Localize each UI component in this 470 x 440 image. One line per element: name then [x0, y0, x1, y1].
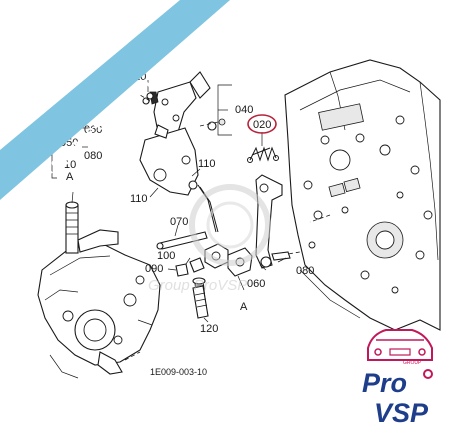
callout-070: 070: [170, 216, 188, 228]
drawing-code: 1E009-003-10: [150, 367, 207, 377]
callout-080: 080: [296, 265, 314, 277]
logo-word-vsp: VSP: [374, 398, 429, 428]
car-icon: GROUP: [367, 329, 433, 366]
callout-020-highlight: [247, 114, 277, 134]
pedal-shaft: [65, 201, 119, 254]
engine-block: [284, 59, 441, 331]
callout-110-lower: 110: [130, 193, 148, 205]
callout-120: 120: [200, 323, 218, 335]
callout-020: 020: [253, 119, 271, 131]
callout-060-left: 060: [84, 124, 102, 136]
return-spring-020: [247, 146, 279, 163]
logo-word-pro: Pro: [362, 368, 407, 398]
callout-080-left: 080: [84, 150, 102, 162]
bolt-120: [192, 285, 209, 319]
transmission-housing: [37, 244, 161, 379]
provsp-logo: GROUP Pro VSP: [362, 329, 433, 428]
linkage-rod: [197, 184, 219, 233]
center-watermark: Group ProVSP: [148, 184, 271, 294]
callout-A-left: A: [66, 171, 74, 183]
callout-110-upper: 110: [198, 158, 216, 170]
callout-10-left: 10: [64, 159, 76, 171]
callout-040-top: 040: [235, 104, 253, 116]
callout-100: 100: [157, 250, 175, 262]
leader-lines: [46, 80, 287, 323]
watermark-overlay-text: Group ProVSP: [148, 277, 247, 294]
callout-060: 060: [247, 278, 265, 290]
logo-car-tag: GROUP: [403, 360, 422, 366]
pedal-bracket: [139, 71, 226, 196]
callout-090: 090: [145, 263, 163, 275]
logo-accent-ring: [423, 369, 433, 379]
callout-A-lower: A: [240, 301, 248, 313]
